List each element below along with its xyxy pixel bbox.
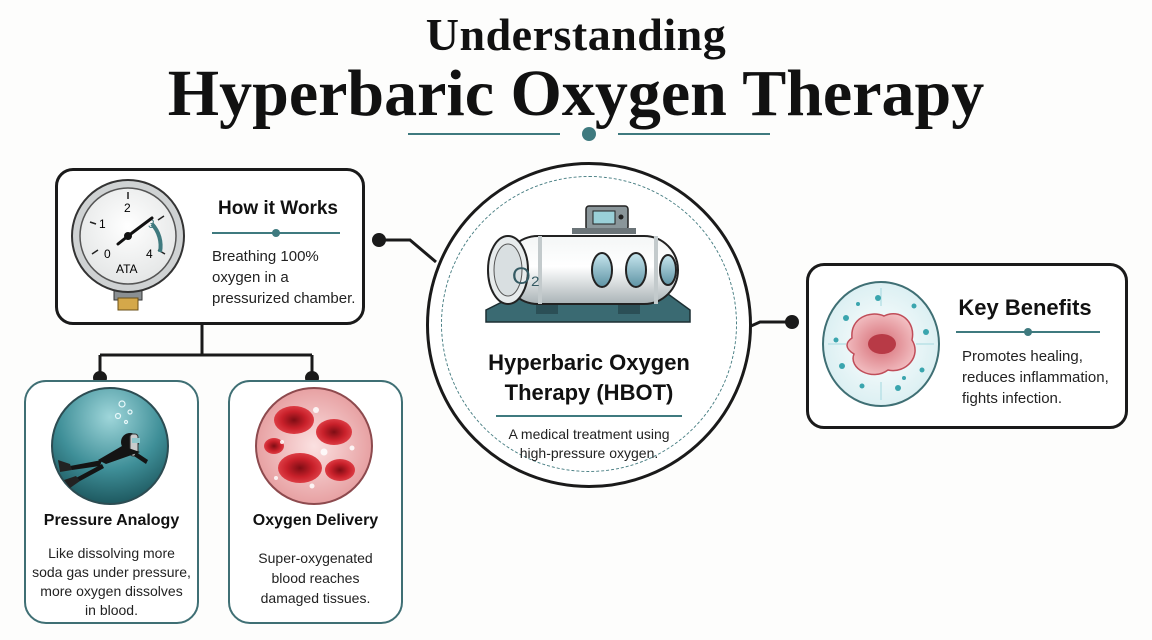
hbot-desc-line-1: A medical treatment using <box>508 426 670 442</box>
red-blood-cells-icon <box>255 387 373 505</box>
title-divider <box>408 127 770 141</box>
gauge-tick-4: 4 <box>146 247 153 261</box>
oxygen-delivery-line-1: Super-oxygenated <box>258 550 373 566</box>
gauge-tick-2: 2 <box>124 201 131 215</box>
key-benefits-heading: Key Benefits <box>958 295 1092 320</box>
how-it-works-separator <box>212 229 340 237</box>
healing-cell-icon <box>822 281 940 407</box>
pressure-analogy-line-1: Like dissolving more <box>48 545 175 561</box>
key-benefits-line-1: Promotes healing, <box>962 348 1083 365</box>
hbot-heading-line-2: Therapy (HBOT) <box>504 380 674 405</box>
title-line-2: Hyperbaric Oxygen Therapy <box>167 57 985 130</box>
pressure-analogy-heading: Pressure Analogy <box>43 512 180 529</box>
gauge-unit: ATA <box>116 262 138 276</box>
oxygen-delivery-heading: Oxygen Delivery <box>252 512 379 529</box>
title-line-1: Understanding <box>425 9 727 60</box>
pressure-analogy-line-2: soda gas under pressure, <box>32 564 191 580</box>
how-it-works-heading: How it Works <box>218 198 338 219</box>
scuba-diver-icon <box>51 387 169 505</box>
gauge-tick-1: 1 <box>99 217 106 231</box>
key-benefits-separator <box>956 328 1100 336</box>
hbot-separator <box>496 415 682 417</box>
oxygen-delivery-line-2: blood reaches <box>271 570 360 586</box>
how-it-works-line-3: pressurized chamber. <box>212 290 356 307</box>
gauge-tick-3: 3 <box>148 217 155 231</box>
chamber-o2-label: O₂ <box>512 263 540 290</box>
hbot-desc-line-2: high-pressure oxygen. <box>519 445 659 461</box>
oxygen-delivery-line-3: damaged tissues. <box>260 590 371 606</box>
pressure-analogy-line-3: more oxygen dissolves <box>40 583 183 599</box>
pressure-analogy-line-4: in blood. <box>85 602 138 618</box>
hyperbaric-chamber-icon: O₂ <box>485 205 691 323</box>
hbot-heading-line-1: Hyperbaric Oxygen <box>488 350 690 375</box>
key-benefits-line-2: reduces inflammation, <box>962 369 1109 386</box>
how-it-works-line-1: Breathing 100% <box>212 248 319 265</box>
how-it-works-line-2: oxygen in a <box>212 269 289 286</box>
pressure-gauge-icon: 0 1 2 3 4 ATA <box>71 179 185 311</box>
gauge-tick-0: 0 <box>104 247 111 261</box>
hbot-center-inner-ring <box>441 176 737 472</box>
key-benefits-line-3: fights infection. <box>962 390 1063 407</box>
